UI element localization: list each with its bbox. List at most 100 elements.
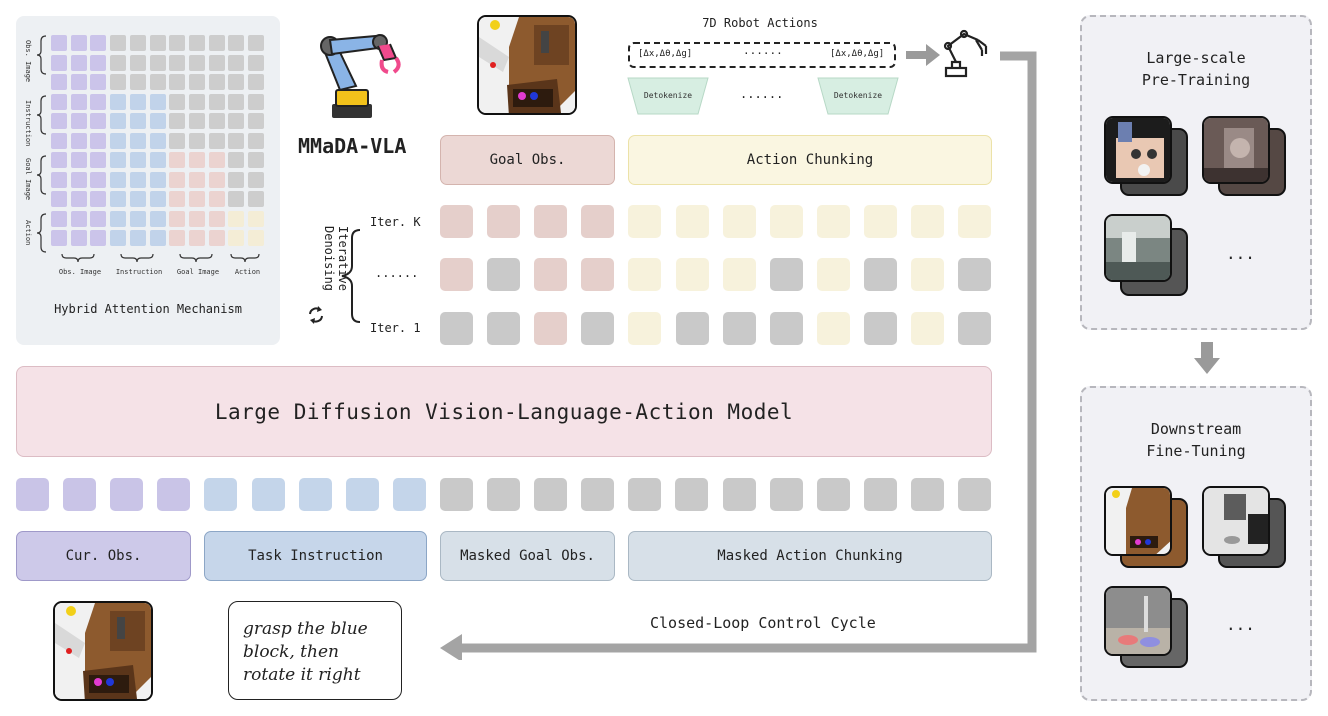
attention-cell [188,93,205,110]
attention-cell [188,113,205,129]
denoise-token [769,258,803,291]
denoise-token [534,205,568,238]
attention-cell [90,132,107,149]
attention-cell [70,35,87,51]
attention-cell [129,54,146,71]
denoise-token [534,258,568,291]
attention-cell [228,191,245,207]
input-token [581,478,615,511]
attention-cell [129,93,146,110]
attention-cell [228,74,245,90]
denoise-token [816,258,850,291]
attention-cell [51,93,67,110]
attention-cell [51,210,67,227]
attention-cell [208,35,225,51]
refresh-icon [309,306,323,324]
attention-cell [228,132,245,149]
denoise-token [958,258,992,291]
goal-obs-tag: Goal Obs. [440,135,615,185]
attention-cell [90,54,107,71]
input-token [157,478,191,511]
action-chunking-tag: Action Chunking [628,135,992,185]
attention-cell [208,230,225,246]
input-token [63,478,97,511]
detokenize-right: Detokenize [833,91,883,100]
attention-cell [90,93,107,110]
denoise-token [675,312,709,345]
attention-cell [228,54,245,71]
attention-cell [90,113,107,129]
robot-outline-icon [943,29,988,78]
col-label-action: Action [234,268,261,276]
attention-cell [228,93,245,110]
goal-observation-image [477,15,577,115]
denoise-token [769,312,803,345]
loop-label: Closed-Loop Control Cycle [650,614,876,632]
denoise-token [440,258,473,291]
attention-cell [188,230,205,246]
denoise-token [487,205,521,238]
attention-cell [70,113,87,129]
denoise-token [816,205,850,238]
denoise-token [487,312,521,345]
input-token [392,478,426,511]
attention-cell [228,152,245,168]
attention-cell [110,230,127,246]
attention-cell [208,54,225,71]
cur-obs-tag: Cur. Obs. [16,531,191,581]
attention-cell [70,191,87,207]
denoise-token [675,258,709,291]
action-ellipsis: ······ [743,47,783,60]
denoise-token [722,258,756,291]
input-token [439,478,473,511]
input-token [345,478,379,511]
actions-title: 7D Robot Actions [702,16,818,30]
col-label-instruction: Instruction [115,268,163,276]
attention-cell [169,113,186,129]
attention-cell [110,152,127,168]
denoise-brace [341,229,361,323]
attention-cell [149,152,166,168]
denoise-token [722,312,756,345]
attention-cell [228,171,245,188]
closed-loop-arrow [440,51,1037,660]
pretrain-ellipsis: ... [1226,244,1255,263]
input-token [910,478,944,511]
attention-cell [248,191,264,207]
denoise-token [911,312,944,345]
detokenize-ellipsis: ...... [740,87,784,101]
input-token [863,478,897,511]
finetune-image-3 [1104,586,1172,656]
denoise-token [863,205,897,238]
attention-cell [248,93,264,110]
attention-cell [188,191,205,207]
detokenize-left: Detokenize [643,91,693,100]
attention-cell [208,93,225,110]
arrow-down-icon [1194,342,1220,374]
denoise-token [863,258,897,291]
attention-cell [208,152,225,168]
attention-cell [110,113,127,129]
finetune-ellipsis: ... [1226,615,1255,634]
input-token [110,478,144,511]
attention-cell [129,113,146,129]
attention-cell [70,74,87,90]
attention-cell [188,210,205,227]
attention-cell [228,35,245,51]
attention-cell [149,113,166,129]
attention-cell [188,152,205,168]
attention-cell [129,152,146,168]
pretraining-title: Large-scale Pre-Training [1141,49,1251,89]
attention-cell [110,132,127,149]
attention-cell [248,35,264,51]
action-token-left: [Δx,Δθ,Δg] [638,49,693,59]
attention-cell [208,191,225,207]
denoise-token [722,205,756,238]
attention-cell [149,132,166,149]
denoise-token [628,312,662,345]
input-token [675,478,709,511]
attention-cell [110,54,127,71]
input-token [816,478,850,511]
pretrain-image-1 [1104,116,1172,184]
iter-mid-label: ...... [375,266,419,280]
